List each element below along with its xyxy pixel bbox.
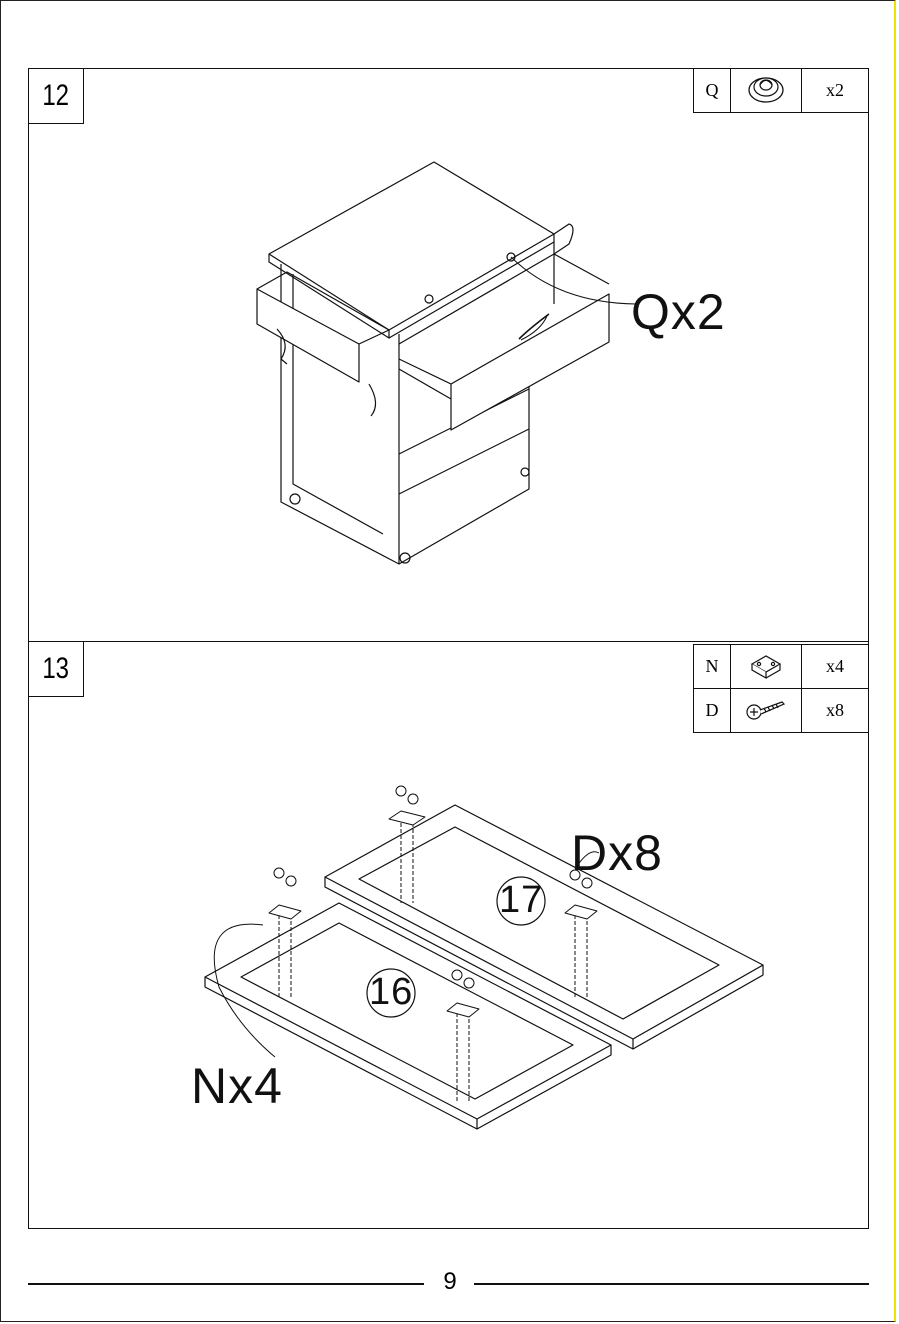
- part-qty: x4: [802, 645, 869, 689]
- step-13-panel: 13 N x4 D: [28, 641, 869, 1229]
- step-number: 13: [28, 641, 84, 697]
- panel-label-17: 17: [499, 879, 543, 922]
- footer-rule-right: [474, 1283, 869, 1285]
- part-qty: x8: [802, 689, 869, 733]
- parts-row: N x4: [694, 645, 869, 689]
- footer-rule-left: [28, 1283, 424, 1285]
- part-code: N: [694, 645, 731, 689]
- step-12-panel: 12 Q x2: [28, 68, 869, 643]
- parts-table: N x4 D x8: [693, 644, 869, 733]
- page-number: 9: [430, 1268, 470, 1296]
- part-code: Q: [694, 69, 731, 113]
- part-code: D: [694, 689, 731, 733]
- knob-icon: [731, 69, 802, 113]
- bracket-icon: [731, 645, 802, 689]
- screw-icon: [731, 689, 802, 733]
- door-panels-illustration: [179, 777, 779, 1197]
- parts-row: D x8: [694, 689, 869, 733]
- kitchen-cart-drawer-illustration: [229, 154, 649, 574]
- panel-label-16: 16: [369, 971, 413, 1014]
- parts-table: Q x2: [693, 68, 869, 113]
- screw-callout: Dx8: [571, 824, 663, 882]
- step-number: 12: [28, 68, 84, 124]
- parts-row: Q x2: [694, 69, 869, 113]
- hardware-callout: Qx2: [631, 283, 726, 341]
- part-qty: x2: [802, 69, 869, 113]
- bracket-callout: Nx4: [191, 1057, 283, 1115]
